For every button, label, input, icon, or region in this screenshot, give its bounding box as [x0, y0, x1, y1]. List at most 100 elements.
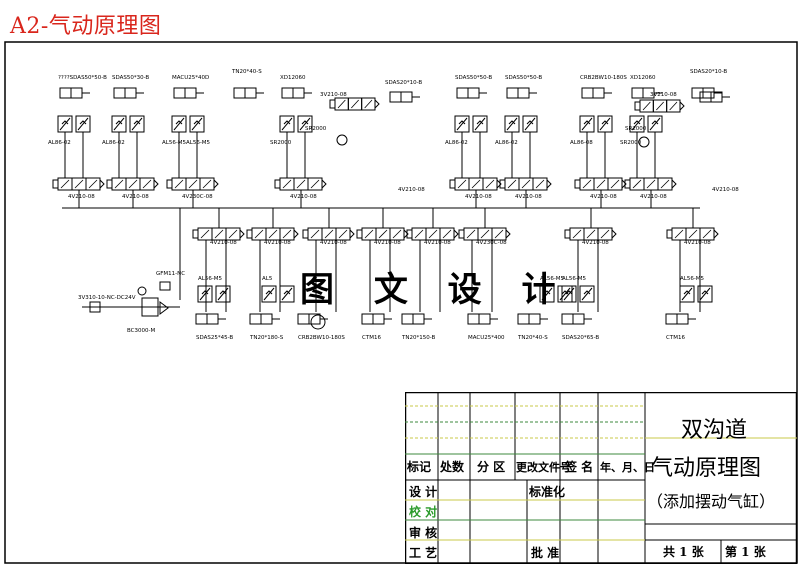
valve-arrow [214, 229, 224, 239]
solenoid-left [458, 229, 465, 239]
valve-arrow [142, 179, 152, 189]
solenoid-left [356, 229, 363, 239]
gauge-icon [137, 286, 147, 296]
valve-label: 4V210-08 [590, 194, 617, 200]
sensor-label: AL56-M5 [162, 140, 187, 146]
valve-cell [279, 227, 295, 241]
valve-cell [139, 177, 155, 191]
valve-arrow [507, 179, 517, 189]
flow-control-check [115, 120, 123, 125]
valve-arrow [324, 229, 334, 239]
auxiliary-label: 4V210-08 [712, 187, 739, 193]
flow-control-arrow [263, 287, 275, 301]
tb-header-mark: 标记 [407, 460, 432, 474]
valve-arrow [310, 229, 320, 239]
flow-control-arrow [563, 287, 575, 301]
solenoid-left [499, 179, 506, 189]
solenoid-left [406, 229, 413, 239]
flow-control [539, 285, 555, 303]
flow-control-arrow [173, 117, 185, 131]
valve-arrow [610, 179, 620, 189]
flow-control [197, 285, 213, 303]
tb-header-zone: 分 区 [477, 460, 506, 474]
spring-right [496, 179, 502, 189]
spring-right [621, 179, 627, 189]
valve-arrow [521, 179, 531, 189]
tb-drawing-name-1: 双沟道 [681, 418, 748, 443]
solenoid-left [666, 229, 673, 239]
valve-arrow [600, 229, 610, 239]
spring-right [546, 179, 552, 189]
bottom-unit: 4V210-08 [302, 208, 355, 312]
solenoid-left [192, 229, 199, 239]
valve-cell [482, 177, 498, 191]
rotary-actuator-icon [310, 314, 326, 330]
valve-cell [335, 227, 351, 241]
cylinder-label: ????SDAS50*50-B [58, 75, 107, 81]
valve-label: 4V210-08 [374, 240, 401, 246]
tb-review: 审 核 [409, 526, 438, 540]
filter-regulator [141, 297, 159, 317]
bottom-unit: 4V210-08 [406, 208, 459, 312]
valve-label: 4V210-08 [424, 240, 451, 246]
flow-control-arrow [199, 287, 211, 301]
solenoid-left [52, 179, 59, 189]
solenoid-left [624, 179, 631, 189]
tb-header-count: 处数 [440, 460, 465, 474]
flow-control-check [219, 290, 227, 295]
flow-control-arrow [581, 117, 593, 131]
cylinder-label: CTM16 [666, 335, 685, 341]
spring-right [403, 229, 409, 239]
flow-control-arrow [649, 117, 661, 131]
flow-control-arrow [631, 117, 643, 131]
valve-label: 4V210-08 [68, 194, 95, 200]
valve-arrow [282, 229, 292, 239]
sensor-label: SR2000 [270, 140, 292, 146]
valve-arrow [428, 229, 438, 239]
flow-control-arrow [77, 117, 89, 131]
sensor-label: AL56-M5 [562, 276, 587, 282]
valve-arrow [364, 99, 373, 109]
valve-label: 4V230C-08 [182, 194, 213, 200]
cylinder-label: CRB2BW10-180S [298, 335, 345, 341]
valve-arrow [282, 179, 292, 189]
tb-header-date: 年、月、日 [600, 461, 655, 474]
tb-proofread: 校 对 [409, 505, 438, 519]
bottom-unit: 4V230C-08 [458, 208, 511, 312]
valve-arrow [254, 229, 264, 239]
flow-control-check [651, 120, 659, 125]
flow-control [215, 285, 231, 303]
spring-right [153, 179, 159, 189]
flow-control-check [543, 290, 551, 295]
tb-standardization: 标准化 [529, 485, 566, 499]
valve-arrow [351, 99, 359, 109]
valve-label: 4V210-08 [210, 240, 237, 246]
valve-arrow [188, 179, 198, 189]
spring-right [349, 229, 355, 239]
valve-cell [532, 177, 548, 191]
flow-control-arrow [217, 287, 229, 301]
supply-valve-label: 3V310-10-NC-DC24V [78, 295, 136, 301]
valve-arrow [378, 229, 388, 239]
valve-arrow [572, 229, 582, 239]
cylinder-label: SDAS20*10-B [690, 69, 727, 75]
valve-cell [666, 99, 681, 113]
flow-control-arrow [191, 117, 203, 131]
valve-arrow [669, 101, 678, 111]
tb-design: 设 计 [409, 485, 438, 499]
spring-right [239, 229, 245, 239]
supply-valve [89, 301, 101, 313]
sensor-label: AL5 [262, 276, 273, 282]
regulator-label: BC3000-M [127, 328, 155, 334]
spring-right [679, 101, 685, 111]
valve-arrow [268, 229, 278, 239]
valve-cell [307, 177, 323, 191]
solenoid-left [106, 179, 113, 189]
flow-control-check [683, 290, 691, 295]
